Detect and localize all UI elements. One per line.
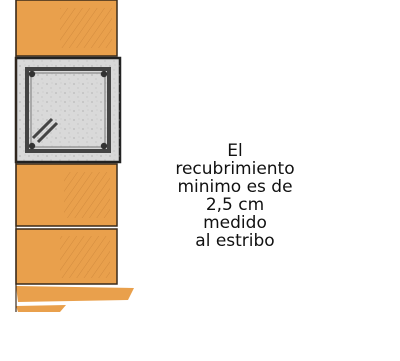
left-rebar	[28, 142, 36, 150]
cover-caption: El recubrimiento minimo es de 2,5 cm med…	[150, 142, 320, 250]
left-wall-broken-brick	[16, 286, 134, 302]
caption-line: medido	[203, 213, 267, 233]
left-wall-brick-hatch	[64, 172, 110, 218]
left-wall-brick-hatch	[60, 8, 112, 48]
caption-line: al estribo	[195, 231, 275, 251]
caption-line: 2,5 cm	[205, 195, 265, 215]
caption-line: minimo es de	[177, 177, 293, 197]
left-stirrup-inner	[30, 72, 106, 148]
left-wall-broken-end	[16, 305, 66, 312]
left-wall	[14, 0, 134, 312]
left-rebar	[28, 70, 36, 78]
left-rebar	[100, 70, 108, 78]
left-stirrup-hook	[31, 117, 59, 144]
left-wall-brick-hatch	[60, 236, 110, 278]
left-stirrup	[25, 67, 111, 153]
left-rebar	[100, 142, 108, 150]
caption-line: recubrimiento	[175, 159, 295, 179]
caption-line: El	[227, 141, 243, 161]
